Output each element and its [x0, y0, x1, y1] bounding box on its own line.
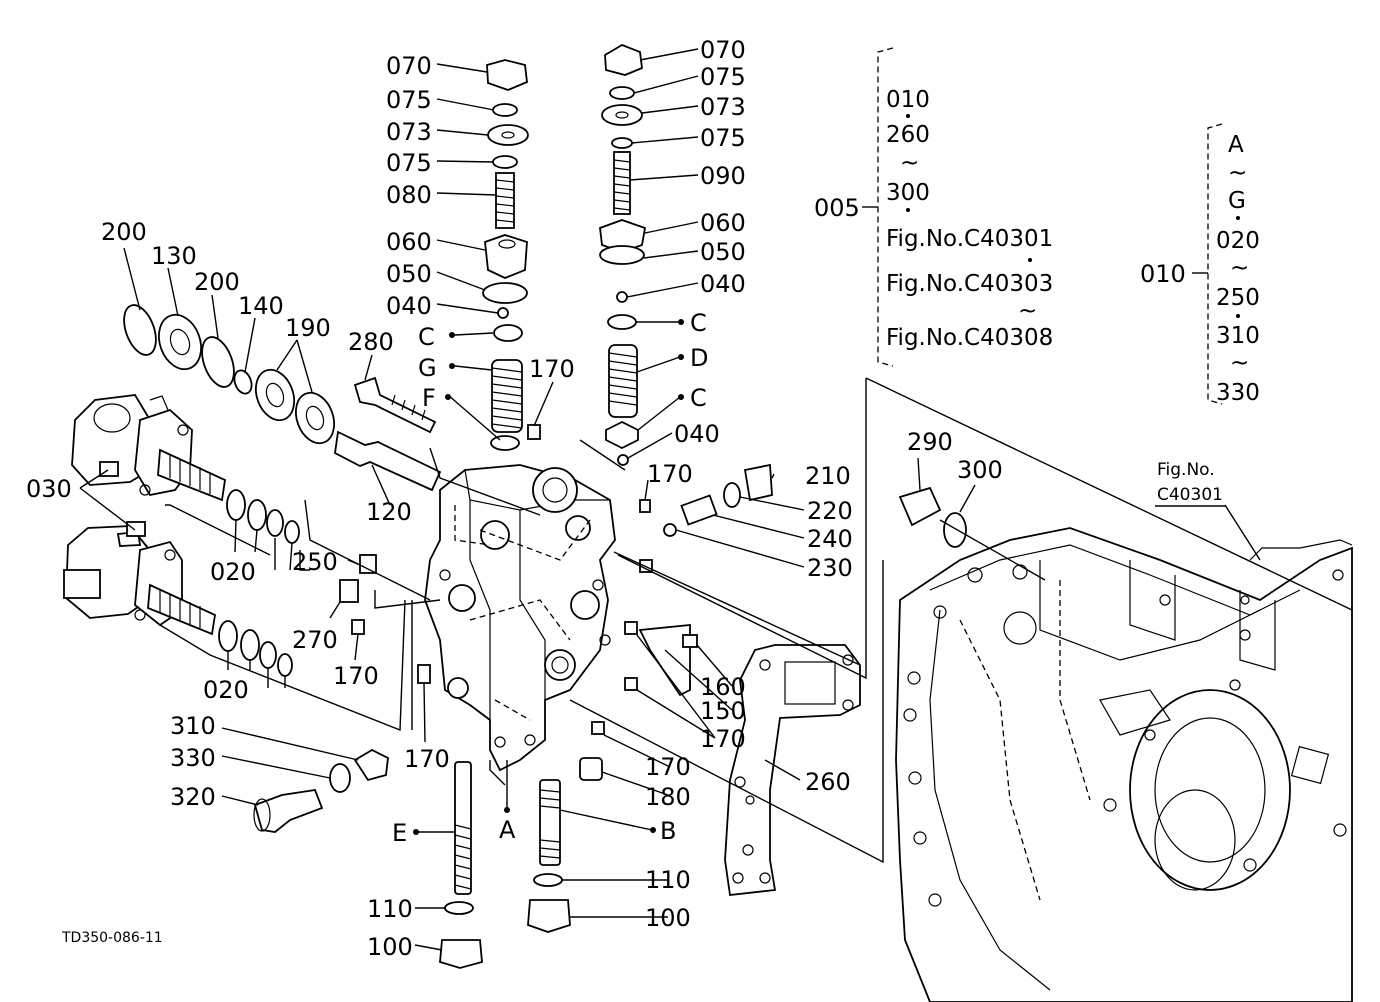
callout-170-bottom: 170 — [404, 745, 450, 773]
callout-200-b: 200 — [194, 268, 240, 296]
assembly-005-line-4: 300 — [886, 180, 930, 206]
callout-080: 080 — [386, 181, 432, 209]
callout-230: 230 — [807, 554, 853, 582]
callout-040-left: 040 — [386, 292, 432, 320]
assembly-005-line-8: Fig.No.C40308 — [886, 325, 1053, 351]
callout-c-right-b: C — [690, 384, 707, 412]
assembly-005-line-2: 260 — [886, 122, 930, 148]
assembly-010-line-2: ~ — [1228, 160, 1247, 186]
callout-050-left: 050 — [386, 260, 432, 288]
callout-300: 300 — [957, 456, 1003, 484]
callout-060-left: 060 — [386, 228, 432, 256]
callout-040-right-b: 040 — [674, 420, 720, 448]
callout-b: B — [660, 817, 676, 845]
callout-075-left-b: 075 — [386, 149, 432, 177]
callout-190: 190 — [285, 314, 331, 342]
leader-lines — [79, 48, 1353, 951]
callout-280: 280 — [348, 328, 394, 356]
callout-e: E — [392, 819, 407, 847]
assembly-010-line-4: 020 — [1216, 228, 1260, 254]
callout-070-right: 070 — [700, 36, 746, 64]
callout-270: 270 — [292, 626, 338, 654]
assembly-005-group: 005 010 260 ~ 300 Fig.No.C40301 Fig.No.C… — [814, 47, 1053, 367]
callout-050-right: 050 — [700, 238, 746, 266]
assembly-010-group: 010 A ~ G 020 ~ 250 310 ~ 330 — [1140, 123, 1260, 406]
assembly-010-line-5: ~ — [1230, 255, 1249, 281]
callout-170-r3: 170 — [645, 753, 691, 781]
assembly-005-line-7: ~ — [1018, 298, 1037, 324]
callout-073-right: 073 — [700, 93, 746, 121]
callout-170-r1: 170 — [647, 460, 693, 488]
callout-020-b: 020 — [203, 676, 249, 704]
callout-090: 090 — [700, 162, 746, 190]
assembly-010-line-3: G — [1228, 188, 1246, 214]
assembly-010-line-7: 310 — [1216, 323, 1260, 349]
assembly-010-line-1: A — [1228, 132, 1244, 158]
valve-body — [424, 464, 616, 772]
callout-130: 130 — [151, 242, 197, 270]
callout-310: 310 — [170, 712, 216, 740]
assembly-005-line-5: Fig.No.C40301 — [886, 226, 1053, 252]
assembly-010-label: 010 — [1140, 260, 1186, 288]
callout-170-r2: 170 — [700, 725, 746, 753]
figure-ref-line-2: C40301 — [1157, 485, 1223, 505]
callout-210: 210 — [805, 462, 851, 490]
assembly-005-line-3: ~ — [900, 150, 919, 176]
callout-075-left-a: 075 — [386, 86, 432, 114]
callout-260: 260 — [805, 768, 851, 796]
callout-180: 180 — [645, 783, 691, 811]
solenoid-valve-lower — [63, 525, 216, 636]
callout-100-left: 100 — [367, 933, 413, 961]
callout-g: G — [418, 354, 437, 382]
callout-120: 120 — [366, 498, 412, 526]
assembly-010-line-8: ~ — [1230, 350, 1249, 376]
callout-c-left: C — [418, 323, 435, 351]
callout-290: 290 — [907, 428, 953, 456]
transmission-housing — [895, 527, 1353, 1002]
callout-a: A — [499, 816, 516, 844]
callout-020-a: 020 — [210, 558, 256, 586]
solenoid-valve-upper — [71, 394, 226, 502]
callout-140: 140 — [238, 292, 284, 320]
assembly-005-line-1: 010 — [886, 87, 930, 113]
callout-075-right-a: 075 — [700, 63, 746, 91]
callout-060-right: 060 — [700, 209, 746, 237]
callout-c-right-a: C — [690, 309, 707, 337]
figure-reference: Fig.No. C40301 — [1155, 460, 1225, 507]
diagram-code: TD350-086-11 — [61, 930, 163, 946]
callout-170-top: 170 — [529, 355, 575, 383]
bracket-260 — [724, 644, 861, 896]
callout-320: 320 — [170, 783, 216, 811]
assembly-005-line-6: Fig.No.C40303 — [886, 271, 1053, 297]
figure-ref-line-1: Fig.No. — [1157, 460, 1215, 480]
callout-150: 150 — [700, 697, 746, 725]
callout-d: D — [690, 344, 708, 372]
callout-030: 030 — [26, 475, 72, 503]
callout-330: 330 — [170, 744, 216, 772]
callout-f: F — [422, 384, 436, 412]
callout-073-left: 073 — [386, 118, 432, 146]
assembly-005-label: 005 — [814, 194, 860, 222]
callout-220: 220 — [807, 497, 853, 525]
callout-075-right-b: 075 — [700, 124, 746, 152]
callout-160: 160 — [700, 673, 746, 701]
callout-labels: 070 075 073 075 080 060 050 040 C G F 17… — [26, 36, 1003, 961]
callout-040-right-a: 040 — [700, 270, 746, 298]
callout-100-right: 100 — [645, 904, 691, 932]
callout-240: 240 — [807, 525, 853, 553]
assembly-010-line-9: 330 — [1216, 380, 1260, 406]
callout-110-right: 110 — [645, 866, 691, 894]
callout-200-a: 200 — [101, 218, 147, 246]
callout-110-left: 110 — [367, 895, 413, 923]
small-parts — [99, 44, 967, 969]
assembly-010-line-6: 250 — [1216, 285, 1260, 311]
callout-250: 250 — [292, 548, 338, 576]
callout-dots — [413, 319, 684, 835]
callout-170-left: 170 — [333, 662, 379, 690]
callout-070-left: 070 — [386, 52, 432, 80]
